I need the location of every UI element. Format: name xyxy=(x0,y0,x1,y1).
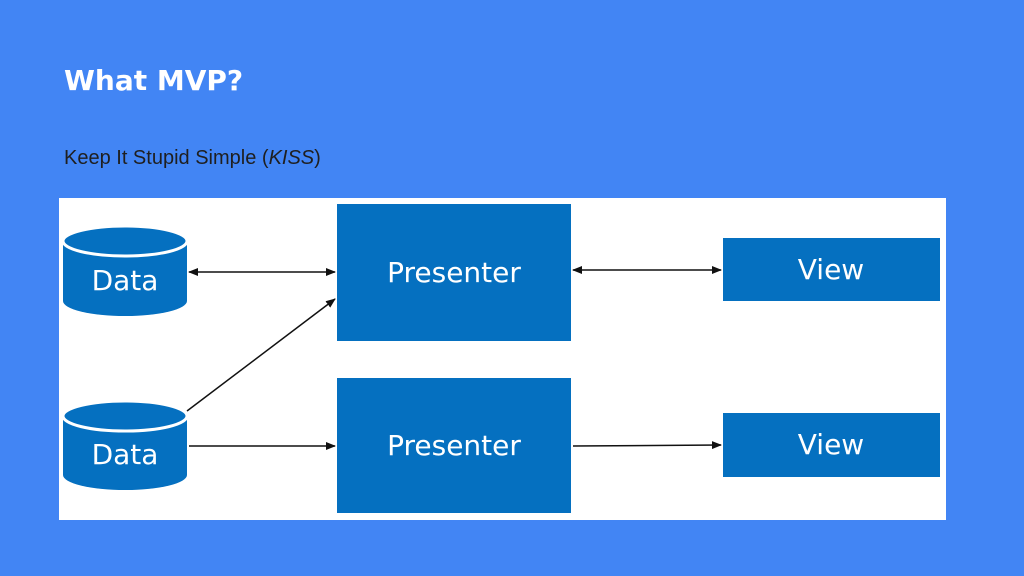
data-store-1-top xyxy=(61,224,189,258)
presenter-box-1-label: Presenter xyxy=(387,256,521,289)
subtitle-text: Keep It Stupid Simple ( xyxy=(64,147,269,169)
data-store-2-top xyxy=(61,399,189,433)
slide-subtitle: Keep It Stupid Simple (KISS) xyxy=(64,147,321,170)
presenter-box-2: Presenter xyxy=(337,378,571,513)
data-store-1-body xyxy=(63,241,187,316)
view-box-1: View xyxy=(723,238,940,301)
view-box-2-rect xyxy=(723,413,940,477)
view-box-2: View xyxy=(723,413,940,477)
mvp-diagram: Data Data Presenter Presenter View xyxy=(59,198,946,520)
presenter-box-2-rect xyxy=(337,378,571,513)
presenter-box-1: Presenter xyxy=(337,204,571,341)
data-store-2: Data xyxy=(61,399,189,490)
subtitle-close: ) xyxy=(314,147,321,169)
arrow-presenter2-view2 xyxy=(572,441,722,450)
data-store-2-label: Data xyxy=(92,438,159,471)
presenter-box-2-label: Presenter xyxy=(387,429,521,462)
view-box-1-label: View xyxy=(798,253,864,286)
arrow-data2-presenter1 xyxy=(186,298,336,412)
view-box-1-rect xyxy=(723,238,940,301)
data-store-1: Data xyxy=(61,224,189,316)
subtitle-emphasis: KISS xyxy=(268,147,315,169)
data-store-1-label: Data xyxy=(92,264,159,297)
mvp-diagram-canvas: Data Data Presenter Presenter View xyxy=(61,204,940,513)
view-box-2-label: View xyxy=(798,428,864,461)
presenter-box-1-rect xyxy=(337,204,571,341)
slide-title: What MVP? xyxy=(64,64,244,97)
data-store-2-body xyxy=(63,416,187,490)
